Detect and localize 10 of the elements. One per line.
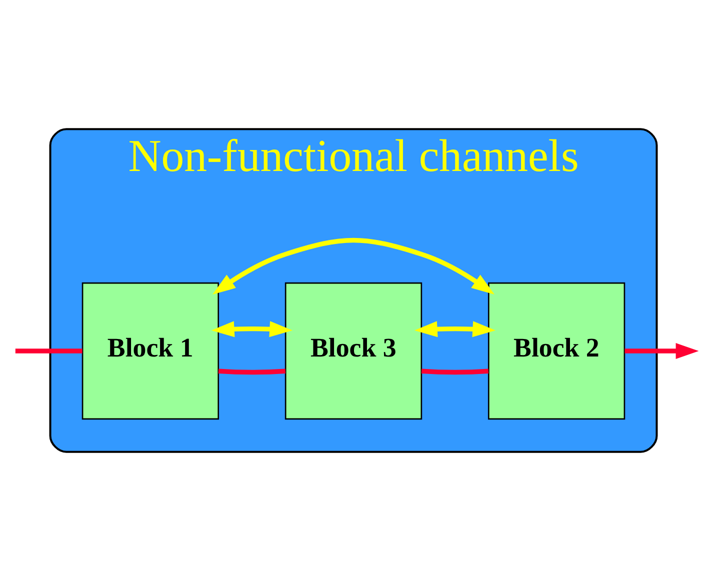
connector <box>218 368 286 375</box>
connector <box>421 368 489 375</box>
node-box: Block 2 <box>488 282 626 420</box>
arrow <box>624 342 699 360</box>
arrow <box>211 321 292 338</box>
node-box: Block 3 <box>284 282 422 420</box>
arrow <box>212 238 494 295</box>
arrow <box>414 321 496 338</box>
connector <box>15 348 82 354</box>
node-box: Block 1 <box>82 282 220 420</box>
